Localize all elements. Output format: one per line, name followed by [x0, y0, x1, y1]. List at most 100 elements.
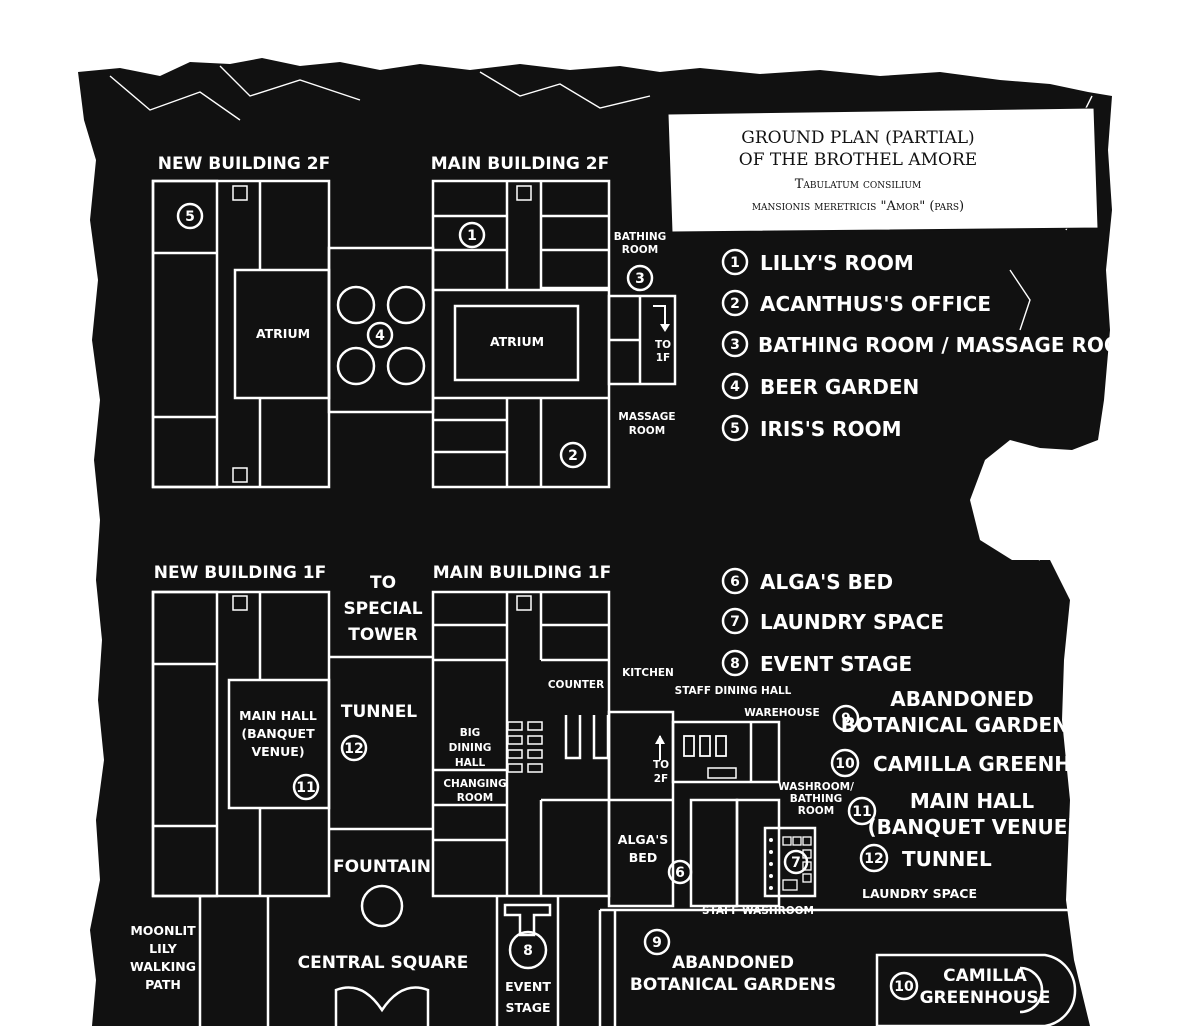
marker-6: 6	[675, 865, 685, 881]
label-changing-1: CHANGING	[443, 778, 506, 790]
legend-item-1: LILLY'S ROOM	[760, 251, 914, 275]
label-washroom-3: ROOM	[798, 805, 834, 817]
legend-item-2: ACANTHUS'S OFFICE	[760, 292, 991, 316]
room-labels: ATRIUM ATRIUM BATHING ROOM TO 1F MASSAGE…	[130, 231, 1050, 1015]
label-bathing-1: BATHING	[614, 231, 667, 243]
label-big-dining-2: DINING	[449, 742, 492, 754]
marker-11: 11	[296, 780, 315, 796]
label-camilla-2: GREENHOUSE	[920, 988, 1051, 1008]
label-to-2f-2: 2F	[654, 773, 668, 785]
legend-num-11: 11	[852, 804, 871, 820]
legend-item-6: ALGA'S BED	[760, 570, 893, 594]
legend-num-3: 3	[730, 337, 740, 353]
label-warehouse: WAREHOUSE	[744, 707, 819, 719]
legend-item-11a: MAIN HALL	[910, 789, 1034, 813]
legend-item-7: LAUNDRY SPACE	[760, 610, 944, 634]
label-big-dining-1: BIG	[460, 727, 481, 739]
legend-item-9a: ABANDONED	[890, 687, 1034, 711]
label-moonlit-2: LILY	[149, 941, 178, 956]
label-event-stage-2: STAGE	[505, 1000, 550, 1015]
label-atrium-main: ATRIUM	[490, 334, 544, 349]
floor-2f-plan	[151, 179, 677, 489]
label-washroom-1: WASHROOM/	[778, 781, 854, 793]
floor-1f-plan	[151, 590, 1105, 1028]
label-atrium-new: ATRIUM	[256, 326, 310, 341]
label-to-1f-1: TO	[655, 339, 671, 351]
legend-num-5: 5	[730, 421, 740, 437]
title-card: GROUND PLAN (PARTIAL) OF THE BROTHEL AMO…	[667, 107, 1099, 233]
legend-num-10: 10	[835, 756, 855, 772]
label-main-hall-3: VENUE)	[251, 744, 304, 759]
label-counter: COUNTER	[548, 679, 604, 691]
marker-9: 9	[652, 935, 662, 951]
legend-num-7: 7	[730, 614, 740, 630]
marker-1: 1	[467, 228, 477, 244]
label-changing-2: ROOM	[457, 792, 493, 804]
floor-headings: NEW BUILDING 2F MAIN BUILDING 2F NEW BUI…	[154, 154, 611, 583]
label-to-2f-1: TO	[653, 759, 669, 771]
label-event-stage-1: EVENT	[505, 979, 551, 994]
legend-num-4: 4	[730, 379, 740, 395]
legend-num-1: 1	[730, 255, 740, 271]
label-algas-bed-1: ALGA'S	[618, 832, 668, 847]
label-staff-washroom: STAFF WASHROOM	[702, 905, 814, 917]
label-fountain: FOUNTAIN	[333, 857, 431, 877]
label-main-hall-2: (BANQUET	[241, 726, 315, 741]
label-washroom-2: BATHING	[790, 793, 843, 805]
heading-new-2f: NEW BUILDING 2F	[158, 154, 330, 174]
label-big-dining-3: HALL	[455, 757, 486, 769]
label-camilla-1: CAMILLA	[943, 966, 1028, 986]
label-to-special-3: TOWER	[348, 625, 418, 645]
legend-num-8: 8	[730, 656, 740, 672]
legend-num-6: 6	[730, 574, 740, 590]
label-abandoned-2: BOTANICAL GARDENS	[630, 975, 836, 995]
legend-item-11b: (BANQUET VENUE)	[867, 815, 1076, 839]
label-bathing-2: ROOM	[622, 244, 658, 256]
label-laundry-space: LAUNDRY SPACE	[862, 886, 977, 901]
label-to-1f-2: 1F	[656, 352, 670, 364]
title-line-4: mansionis meretricis "Amor" (pars)	[752, 199, 964, 214]
heading-main-1f: MAIN BUILDING 1F	[433, 563, 611, 583]
label-central-square: CENTRAL SQUARE	[298, 953, 469, 973]
legend-num-2: 2	[730, 296, 740, 312]
legend-item-5: IRIS'S ROOM	[760, 417, 901, 441]
plan-markers: 5 1 3 4 2 12 11 6 7 8 9 10	[176, 202, 919, 1001]
label-massage-2: ROOM	[629, 425, 665, 437]
marker-10: 10	[894, 979, 914, 995]
label-tunnel: TUNNEL	[341, 702, 417, 722]
label-moonlit-1: MOONLIT	[130, 923, 196, 938]
legend-num-12: 12	[864, 851, 883, 867]
marker-5: 5	[185, 209, 195, 225]
legend-item-4: BEER GARDEN	[760, 375, 919, 399]
title-line-3: Tabulatum consilium	[795, 177, 921, 192]
legend-item-3: BATHING ROOM / MASSAGE ROOM	[758, 333, 1141, 357]
marker-3: 3	[635, 271, 645, 287]
marker-7: 7	[791, 855, 801, 871]
label-abandoned-1: ABANDONED	[672, 953, 794, 973]
marker-4: 4	[375, 328, 385, 344]
heading-main-2f: MAIN BUILDING 2F	[431, 154, 609, 174]
legend-item-12: TUNNEL	[902, 847, 992, 871]
heading-new-1f: NEW BUILDING 1F	[154, 563, 326, 583]
label-algas-bed-2: BED	[629, 850, 657, 865]
marker-2: 2	[568, 448, 578, 464]
legend-item-9b: BOTANICAL GARDENS	[841, 713, 1084, 737]
marker-12: 12	[344, 741, 363, 757]
label-main-hall-1: MAIN HALL	[239, 708, 317, 723]
label-staff-dining: STAFF DINING HALL	[675, 685, 792, 697]
label-moonlit-4: PATH	[145, 977, 181, 992]
label-moonlit-3: WALKING	[130, 959, 196, 974]
legend-item-8: EVENT STAGE	[760, 652, 912, 676]
marker-8: 8	[523, 943, 533, 959]
label-kitchen: KITCHEN	[622, 667, 674, 679]
title-line-2: OF THE BROTHEL AMORE	[739, 150, 977, 170]
title-line-1: GROUND PLAN (PARTIAL)	[741, 128, 974, 148]
legend-num-9: 9	[841, 711, 851, 727]
label-massage-1: MASSAGE	[618, 411, 675, 423]
label-to-special-2: SPECIAL	[343, 599, 422, 619]
paper-background	[78, 58, 1112, 1026]
legend: 1 LILLY'S ROOM 2 ACANTHUS'S OFFICE 3 BAT…	[721, 248, 1141, 873]
legend-item-10: CAMILLA GREENHOUSE	[873, 752, 1132, 776]
